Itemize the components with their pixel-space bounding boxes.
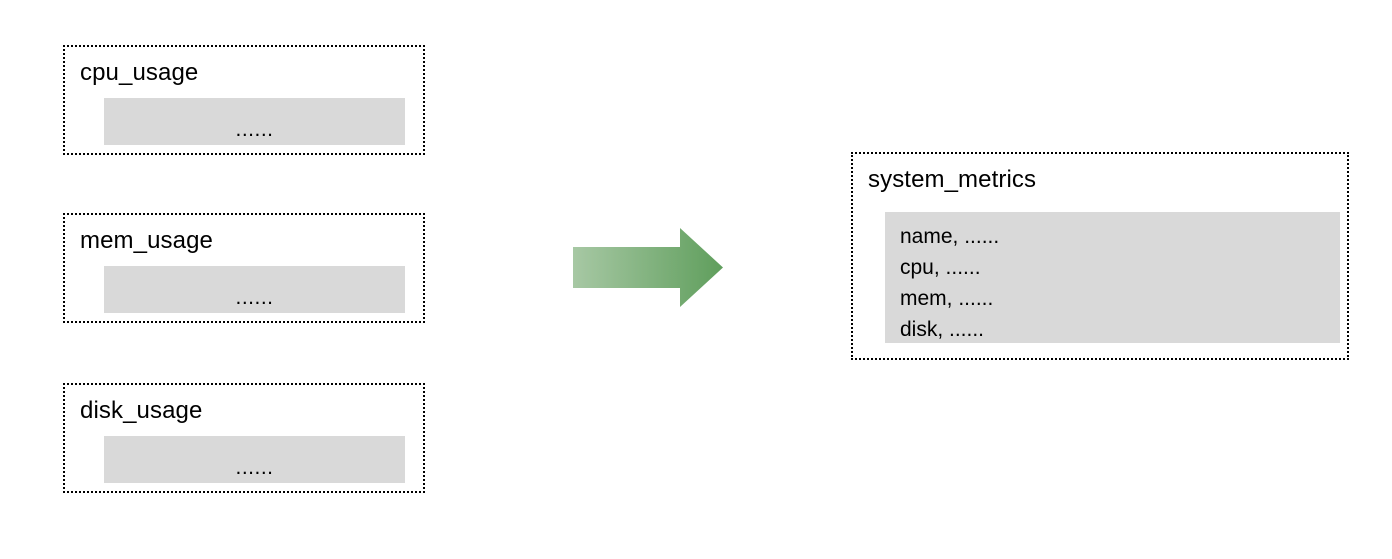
source-entity-mem-usage[interactable]: mem_usage ...... <box>63 213 425 323</box>
ellipsis-placeholder: ...... <box>235 286 274 309</box>
source-entity-title: mem_usage <box>80 227 213 254</box>
target-entity-body: name, ...... cpu, ...... mem, ...... dis… <box>885 212 1340 343</box>
source-entity-disk-usage[interactable]: disk_usage ...... <box>63 383 425 493</box>
source-entity-title: disk_usage <box>80 397 203 424</box>
field-row: mem, ...... <box>900 287 994 310</box>
source-entity-body: ...... <box>104 266 405 313</box>
source-entity-title: cpu_usage <box>80 59 199 86</box>
field-row: disk, ...... <box>900 318 985 341</box>
field-row: cpu, ...... <box>900 256 981 279</box>
right-arrow-icon <box>573 228 723 307</box>
source-entity-body: ...... <box>104 98 405 145</box>
target-entity-system-metrics[interactable]: system_metrics name, ...... cpu, ...... … <box>851 152 1349 360</box>
source-entity-body: ...... <box>104 436 405 483</box>
ellipsis-placeholder: ...... <box>235 456 274 479</box>
target-entity-title: system_metrics <box>868 166 1037 193</box>
source-entity-cpu-usage[interactable]: cpu_usage ...... <box>63 45 425 155</box>
field-row: name, ...... <box>900 225 1000 248</box>
ellipsis-placeholder: ...... <box>235 118 274 141</box>
